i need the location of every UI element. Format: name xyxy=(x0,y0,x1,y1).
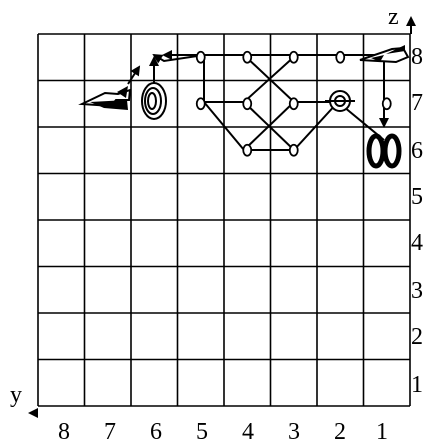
y-axis-labels: 8 7 6 5 4 3 2 1 xyxy=(58,419,388,442)
node-6 xyxy=(290,98,298,109)
y-label-3: 3 xyxy=(288,419,300,442)
y-label-4: 4 xyxy=(242,419,254,442)
node-7 xyxy=(243,145,251,156)
crosshair-target-icon xyxy=(325,91,355,111)
node-5 xyxy=(243,98,251,109)
y-label-7: 7 xyxy=(104,419,116,442)
y-label-2: 2 xyxy=(334,419,346,442)
z-label-7: 7 xyxy=(411,90,423,116)
aircraft-icon xyxy=(360,45,408,62)
node-0 xyxy=(197,52,205,63)
z-label-8: 8 xyxy=(411,44,423,70)
ring-target-icon xyxy=(142,83,166,119)
z-axis-labels: 8 7 6 5 4 3 2 1 xyxy=(411,44,423,398)
z-label-4: 4 xyxy=(411,230,423,256)
node-8 xyxy=(290,145,298,156)
z-label-5: 5 xyxy=(411,184,423,210)
node-4 xyxy=(197,98,205,109)
z-label-1: 1 xyxy=(411,372,423,398)
y-label-8: 8 xyxy=(58,419,70,442)
path-missile-up xyxy=(128,67,139,84)
missile-icon xyxy=(82,86,130,110)
z-label-3: 3 xyxy=(411,278,423,304)
y-label-5: 5 xyxy=(196,419,208,442)
node-3 xyxy=(336,52,344,63)
y-label-1: 1 xyxy=(376,419,388,442)
z-label-2: 2 xyxy=(411,324,423,350)
y-label-6: 6 xyxy=(150,419,162,442)
z-axis-title: z xyxy=(388,4,399,30)
node-1 xyxy=(243,52,251,63)
double-ring-icon xyxy=(369,136,399,166)
node-2 xyxy=(290,52,298,63)
z-label-6: 6 xyxy=(411,138,423,164)
grid-lines xyxy=(38,34,410,406)
y-axis-title: y xyxy=(10,382,22,408)
nodes xyxy=(197,52,391,156)
node-9 xyxy=(383,98,391,109)
